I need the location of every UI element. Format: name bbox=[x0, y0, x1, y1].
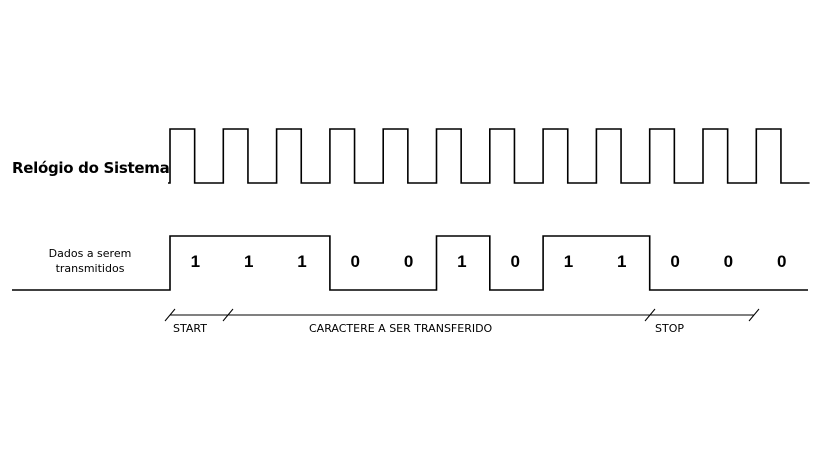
segment-markers bbox=[164, 308, 760, 322]
bit-value: 1 bbox=[190, 252, 201, 271]
bit-value: 0 bbox=[510, 252, 520, 271]
data-label: Dados a serem transmitidos bbox=[30, 246, 150, 276]
bit-value: 1 bbox=[563, 252, 574, 271]
segment-tick bbox=[164, 308, 176, 322]
data-waveform bbox=[12, 235, 808, 291]
stop-label: STOP bbox=[655, 322, 684, 335]
bit-value: 0 bbox=[350, 252, 361, 271]
clock-waveform bbox=[168, 128, 810, 184]
data-label-line2: transmitidos bbox=[55, 262, 125, 275]
bit-value: 0 bbox=[403, 252, 414, 271]
segment-tick bbox=[644, 308, 656, 322]
bit-value: 1 bbox=[617, 252, 627, 271]
segment-tick bbox=[222, 308, 234, 322]
bit-value: 1 bbox=[457, 252, 467, 271]
bit-value: 0 bbox=[670, 252, 680, 271]
bit-value: 0 bbox=[723, 252, 734, 271]
bit-value: 1 bbox=[297, 252, 307, 271]
character-label: CARACTERE A SER TRANSFERIDO bbox=[309, 322, 493, 335]
clock-label: Relógio do Sistema bbox=[12, 159, 170, 177]
bit-value: 1 bbox=[243, 252, 254, 271]
data-label-line1: Dados a serem bbox=[48, 247, 132, 260]
segment-tick bbox=[748, 308, 760, 322]
bit-value: 0 bbox=[776, 252, 787, 271]
start-label: START bbox=[173, 322, 207, 335]
